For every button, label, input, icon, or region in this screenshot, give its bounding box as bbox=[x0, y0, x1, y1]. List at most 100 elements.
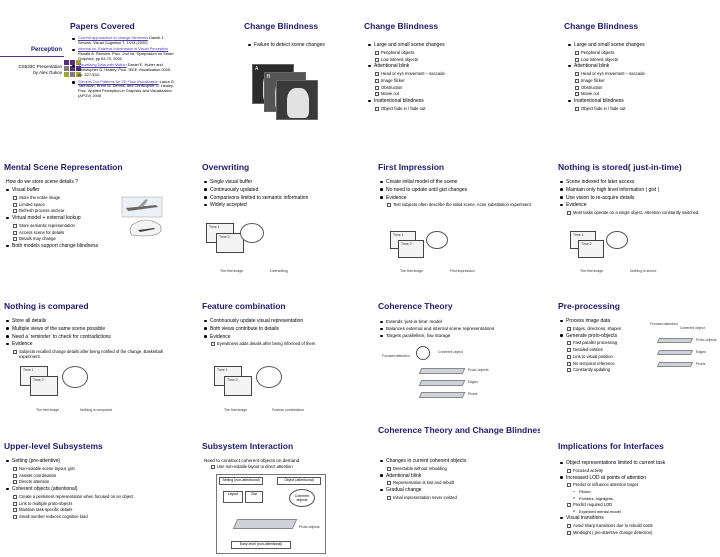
slide-bullets: Single visual buffer Continuously update… bbox=[204, 179, 354, 210]
slide-bullets: Large and small scene changes Peripheral… bbox=[368, 42, 536, 113]
slide-heading: Nothing is stored( just-in-time) bbox=[558, 162, 682, 172]
bullet: Extends ‘just-in-time’ model bbox=[380, 319, 536, 325]
slide-title-heading: Papers Covered bbox=[70, 21, 135, 31]
sub-bullet: Detectable without rebuilding bbox=[387, 466, 536, 471]
bullet: Use vision to re-acquire details bbox=[560, 195, 716, 201]
bullet: Setting (pre-attentive) bbox=[6, 458, 174, 464]
slide-coherence-theory[interactable]: Coherence Theory Extends ‘just-in-time’ … bbox=[360, 278, 540, 417]
diagram-caption: Nothing is stored bbox=[630, 269, 657, 273]
slide-change-blindness[interactable]: Change Blindness Failure to detect scene… bbox=[180, 0, 360, 139]
sub-bullet: Movie cut bbox=[575, 91, 716, 97]
bullet: Evidence bbox=[380, 195, 534, 201]
slide-feature-combination[interactable]: Feature combination Continuously update … bbox=[180, 278, 360, 417]
sub-bullet: Assists coordination bbox=[13, 473, 174, 478]
image-label: B bbox=[267, 74, 271, 80]
sub-bullet: Object fade in / fade out bbox=[575, 106, 716, 111]
slide-intro: How do we store scene details ? bbox=[6, 179, 78, 185]
subsystem-diagram: Setting (non-attentional) Object (attent… bbox=[216, 474, 326, 554]
bullet: Inattentional blindness bbox=[368, 98, 536, 104]
slide-heading: Coherence Theory and Change Blindness bbox=[378, 425, 540, 435]
slide-heading: First Impression bbox=[378, 162, 445, 172]
slide-bullets: Continuously update visual representatio… bbox=[204, 318, 354, 348]
slide-heading: Feature combination bbox=[202, 301, 286, 311]
bullet: Coherent objects (attentional) bbox=[6, 486, 174, 492]
sub-bullet: Peripheral objects bbox=[375, 50, 536, 55]
slide-bullets: Process image data Edges, directions, sh… bbox=[560, 318, 656, 374]
sub-sub-bullet: Expected mental model bbox=[573, 509, 716, 514]
slide-implications[interactable]: Implications for Interfaces Object repre… bbox=[540, 418, 720, 557]
reference-link[interactable]: Current approaches to change blindness bbox=[78, 35, 149, 40]
bullet: Visual buffer bbox=[6, 187, 126, 193]
slide-first-impression[interactable]: First Impression Create initial model of… bbox=[360, 139, 540, 278]
sub-bullet: Detailed entities bbox=[567, 347, 656, 353]
slide-heading: Upper-level Subsystems bbox=[4, 441, 103, 451]
sub-bullet: Image flicker bbox=[375, 78, 536, 83]
sub-bullet: Use non-volatile layout to direct attent… bbox=[211, 464, 354, 470]
sub-bullet: Details may change bbox=[13, 236, 126, 242]
slide-bullets: Use non-volatile layout to direct attent… bbox=[204, 464, 354, 471]
bullet: Virtual model + external lookup bbox=[6, 215, 126, 221]
slide-subsystem-interaction[interactable]: Subsystem Interaction Need to construct … bbox=[180, 418, 360, 557]
bullet: Targets parallelism, low storage bbox=[380, 333, 536, 339]
bullet: Increased LOD at points of attention bbox=[560, 475, 716, 481]
overwriting-diagram: Time 1 Time 2 bbox=[206, 223, 266, 267]
bullet: Balances external and internal scene rep… bbox=[380, 326, 536, 332]
reference-link[interactable]: Visualizing Data with Motion bbox=[78, 62, 127, 68]
sub-bullet: Obstruction bbox=[375, 85, 536, 90]
sub-bullet: Fast parallel processing bbox=[567, 340, 656, 346]
bullet: Process image data bbox=[560, 318, 656, 324]
sub-bullet: No temporal reference bbox=[567, 361, 656, 366]
bullet: Attentional blink bbox=[368, 63, 536, 69]
bullet: Object representations limited to curren… bbox=[560, 460, 716, 466]
bullet: Scene indexed for later access bbox=[560, 179, 716, 185]
slide-upper-level[interactable]: Upper-level Subsystems Setting (pre-atte… bbox=[0, 418, 180, 557]
slide-bullets: Store all details Multiple views of the … bbox=[6, 318, 174, 361]
slide-heading: Overwriting bbox=[202, 162, 250, 172]
diagram-caption: Feature combination bbox=[272, 408, 304, 412]
slide-pre-processing[interactable]: Pre-processing Process image data Edges,… bbox=[540, 278, 720, 417]
slide-title[interactable]: Papers Covered Perception CS533C Present… bbox=[0, 0, 180, 139]
diagram-caption: The first image bbox=[400, 269, 424, 273]
nothing-stored-diagram: Time 1 Time 2 bbox=[570, 231, 630, 267]
bullet: No need to update until gist changes bbox=[380, 187, 534, 193]
bullet: Comparisons limited to semantic informat… bbox=[204, 195, 354, 201]
sub-bullet: Store the entire image bbox=[13, 195, 126, 200]
sub-bullet: Low interest objects bbox=[375, 57, 536, 62]
reference-item: Stevens Dot Patterns for 2D Flow Visuali… bbox=[72, 78, 176, 100]
bullet: Both models support change blindness bbox=[6, 243, 126, 249]
nothing-compared-diagram: Time 1 Time 2 bbox=[20, 366, 90, 406]
slide-bullets: Setting (pre-attentive) Non-volatile sce… bbox=[6, 458, 174, 521]
slide-heading: Change Blindness bbox=[244, 21, 319, 31]
slide-change-blindness-3[interactable]: Change Blindness Large and small scene c… bbox=[540, 0, 720, 139]
sub-bullet: Mindsight ( pre-attentive change detecti… bbox=[567, 530, 716, 535]
slide-intro: Need to construct coherent objects on de… bbox=[204, 458, 300, 463]
sub-bullet: Head or eye movement – saccade bbox=[375, 71, 536, 77]
slide-bullets: Scene indexed for later access Maintain … bbox=[560, 179, 716, 217]
bullet: Evidence bbox=[6, 341, 174, 347]
slide-bullets: Changes in current coherent objects Dete… bbox=[380, 458, 536, 502]
slide-bullets: Visual buffer Store the entire image Lim… bbox=[6, 187, 126, 251]
bullet: Need a ‘reminder’ to check for contradic… bbox=[6, 334, 174, 340]
slide-nothing-compared[interactable]: Nothing is compared Store all details Mu… bbox=[0, 278, 180, 417]
slide-nothing-stored[interactable]: Nothing is stored( just-in-time) Scene i… bbox=[540, 139, 720, 278]
bullet: Continuously update visual representatio… bbox=[204, 318, 354, 324]
reference-item: Current approaches to change blindness D… bbox=[72, 35, 176, 46]
slide-mental-scene[interactable]: Mental Scene Representation How do we st… bbox=[0, 139, 180, 278]
diagram-caption: The first image bbox=[36, 408, 60, 412]
airplane-illustration bbox=[121, 196, 163, 237]
author-label: by Alex Gukov bbox=[33, 70, 62, 76]
slide-change-blindness-2[interactable]: Change Blindness Large and small scene c… bbox=[360, 0, 540, 139]
bullet: Both views contribute to details bbox=[204, 326, 354, 332]
bullet: Multiple views of the same scene possibl… bbox=[6, 326, 174, 332]
slide-coherence-change[interactable]: Coherence Theory and Change Blindness Ch… bbox=[360, 418, 540, 557]
sub-bullet: Link to multiple proto-objects bbox=[13, 501, 174, 506]
bullet: Changes in current coherent objects bbox=[380, 458, 536, 464]
sub-bullet: Head or eye movement – saccade bbox=[575, 71, 716, 77]
bullet: Create initial model of the scene bbox=[380, 179, 534, 185]
reference-link[interactable]: Stevens Dot Patterns for 2D Flow Visuali… bbox=[78, 78, 159, 84]
sub-bullet: Test subjects often describe the initial… bbox=[387, 202, 534, 208]
sub-bullet: Low interest objects bbox=[575, 57, 716, 62]
reference-link[interactable]: Internal vs. External Information in Vis… bbox=[78, 46, 169, 52]
slide-overwriting[interactable]: Overwriting Single visual buffer Continu… bbox=[180, 139, 360, 278]
